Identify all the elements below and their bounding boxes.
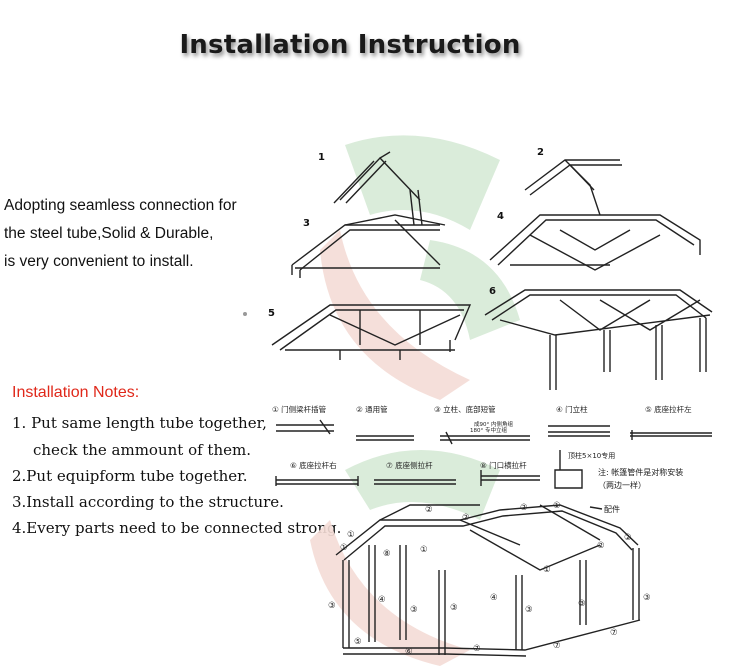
part-label: ③ 立柱、底部短管	[434, 404, 496, 414]
part-label: ② 通用管	[356, 404, 388, 414]
part-label: ④ 门立柱	[556, 404, 588, 414]
diagram-label: ③	[525, 605, 533, 615]
diagram-label: ①	[543, 565, 551, 575]
diagram-label: ②	[597, 541, 605, 551]
part-label: ⑧ 门口横拉杆	[480, 460, 527, 470]
diagram-label: ⑦	[553, 641, 561, 651]
part-label: ⑥ 底座拉杆右	[290, 460, 337, 470]
intro-line: the steel tube,Solid & Durable,	[4, 225, 214, 242]
part-note: 成90° 内侧角组	[474, 420, 513, 428]
part-label: ⑦ 底座侧拉杆	[386, 460, 433, 470]
diagram-label: ③	[328, 601, 336, 611]
note-item: check the ammount of them.	[33, 441, 251, 459]
bullet-dot	[243, 312, 247, 316]
diagram-label: ②	[425, 505, 433, 515]
diagram-label: ⑦	[473, 644, 481, 654]
diagram-label: ①	[347, 530, 355, 540]
part-note: 配件	[604, 504, 620, 514]
diagram-label: ④	[490, 593, 498, 603]
step-number: 1	[318, 152, 325, 163]
note-item: 3.Install according to the structure.	[12, 493, 284, 511]
diagram-label: ②	[462, 513, 470, 523]
note-item: 1. Put same length tube together,	[12, 414, 267, 432]
intro-line: Adopting seamless connection for	[4, 197, 237, 214]
intro-text: Adopting seamless connection for the ste…	[4, 192, 294, 276]
part-label: ⑤ 底座拉杆左	[645, 404, 692, 414]
diagram-label: ⑤	[354, 637, 362, 647]
step-number: 5	[268, 308, 275, 319]
diagram-label: ②	[624, 533, 632, 543]
part-note: （两边一样）	[598, 480, 646, 490]
diagram-label: ③	[643, 593, 651, 603]
diagram-label: ⑧	[383, 549, 391, 559]
diagram-label: ①	[420, 545, 428, 555]
step-number: 6	[489, 286, 496, 297]
step-number: 2	[537, 147, 544, 158]
part-note: 注: 帐篷管件是对称安装	[598, 467, 683, 477]
page-title: Installation Instruction	[179, 30, 521, 60]
watermark-logo	[310, 135, 520, 666]
intro-line: is very convenient to install.	[4, 253, 194, 270]
diagram-label: ③	[450, 603, 458, 613]
notes-heading: Installation Notes:	[12, 384, 140, 401]
diagram-label: ③	[410, 605, 418, 615]
diagram-label: ③	[578, 599, 586, 609]
diagram-label: ②	[520, 503, 528, 513]
part-label: ① 门侧梁杆插管	[272, 404, 327, 414]
note-item: 4.Every parts need to be connected stron…	[12, 519, 342, 537]
diagram-label: ⑥	[405, 647, 413, 657]
part-note: 180° 专中立组	[470, 426, 507, 434]
diagram-label: ④	[378, 595, 386, 605]
diagram-label: ⑦	[610, 628, 618, 638]
step-number: 3	[303, 218, 310, 229]
note-item: 2.Put equipform tube together.	[12, 467, 248, 485]
part-note: 顶柱5×10专用	[568, 451, 615, 460]
diagram-label: ①	[553, 501, 561, 511]
step-number: 4	[497, 211, 504, 222]
diagram-label: ①	[340, 543, 348, 553]
